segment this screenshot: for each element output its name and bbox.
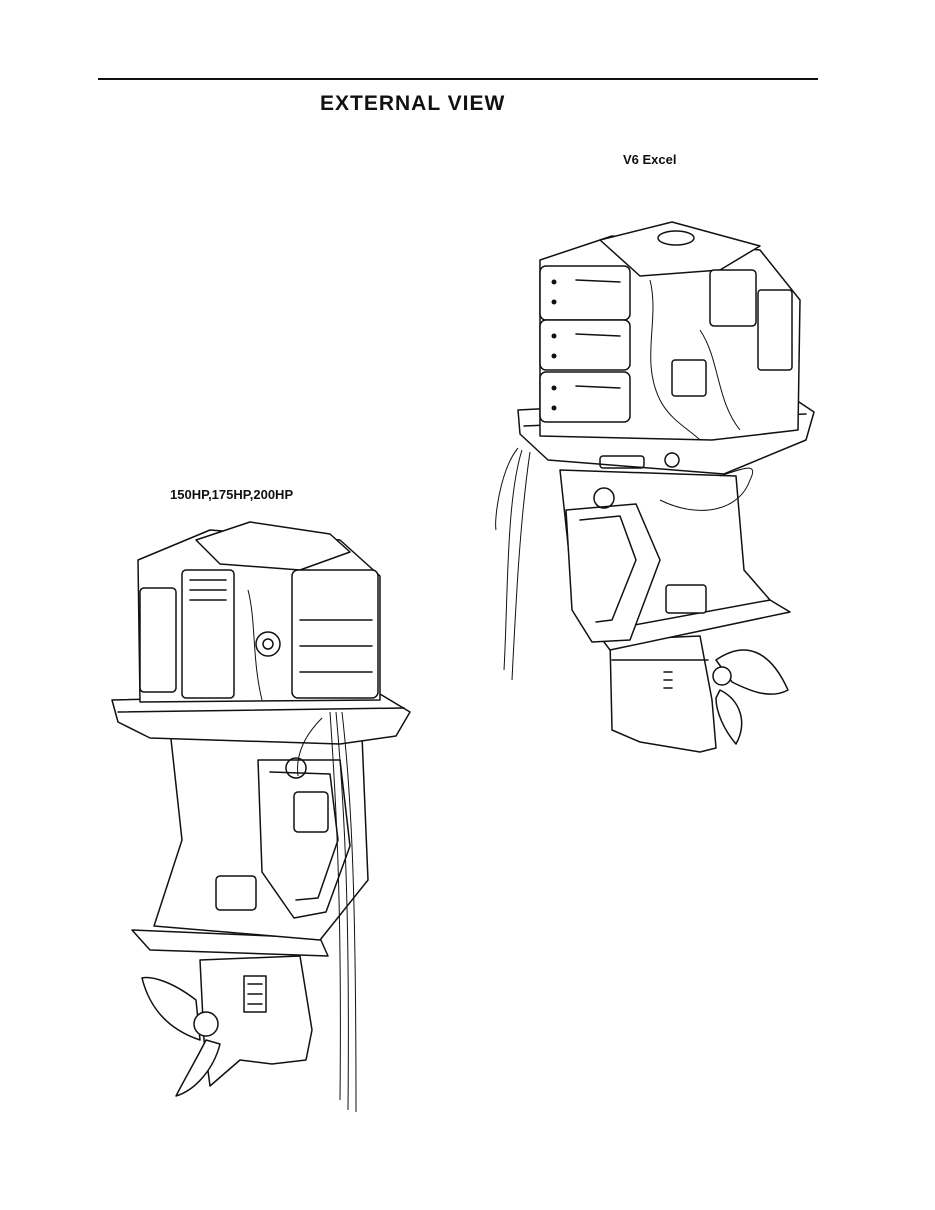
- header-rule: [98, 78, 818, 80]
- figure-caption-v6-excel: V6 Excel: [623, 152, 677, 167]
- page-title: EXTERNAL VIEW: [320, 92, 506, 115]
- figure-caption-standard-models: 150HP,175HP,200HP: [170, 487, 294, 502]
